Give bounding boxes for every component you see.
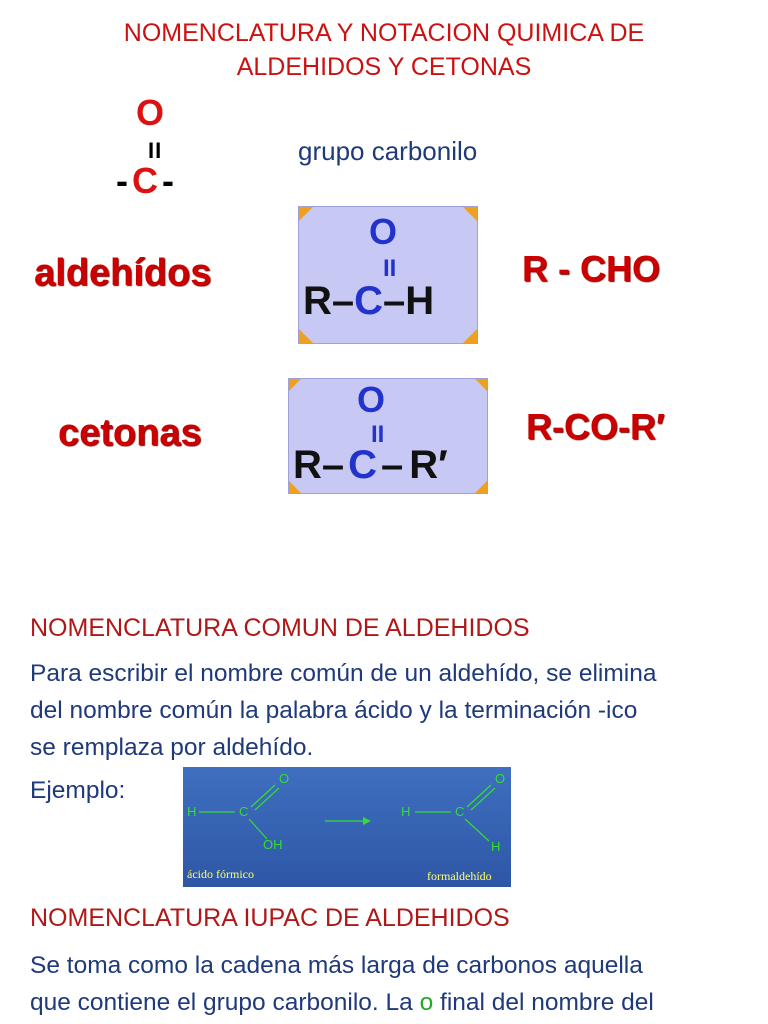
ketone-bond-2: –: [381, 443, 404, 487]
example-right-oxygen: O: [495, 771, 506, 786]
example-left-hydrogen: H: [187, 804, 197, 819]
example-label: Ejemplo:: [30, 777, 126, 804]
aldehyde-label: aldehídos: [34, 252, 212, 294]
example-reaction-diagram: [199, 784, 496, 842]
example-right-carbon: C: [455, 804, 465, 819]
iupac-nomenclature-heading: NOMENCLATURA IUPAC DE ALDEHIDOS: [30, 904, 510, 932]
ketone-label: cetonas: [58, 412, 202, 454]
page-title: NOMENCLATURA Y NOTACION QUIMICA DE ALDEH…: [0, 16, 768, 84]
example-right-hydrogen-2: H: [491, 839, 501, 854]
ketone-r-prime-group: R′: [409, 443, 448, 487]
page-title-line-1: NOMENCLATURA Y NOTACION QUIMICA DE: [123, 19, 645, 47]
iupac-paragraph-line-1: Se toma como la cadena más larga de carb…: [30, 952, 643, 979]
ketone-box-corner-decoration: [289, 379, 487, 493]
ketone-carbon: C: [348, 443, 378, 487]
page-title-line-2: ALDEHIDOS Y CETONAS: [236, 53, 532, 81]
ketone-structure-box: O II R–C–R′: [288, 378, 488, 494]
common-nomenclature-paragraph: Para escribir el nombre común de un alde…: [30, 655, 750, 766]
ketone-r-group: R: [293, 443, 322, 487]
iupac-nomenclature-paragraph: Se toma como la cadena más larga de carb…: [30, 947, 760, 1021]
common-paragraph-line-1: Para escribir el nombre común de un alde…: [30, 660, 657, 687]
ketone-formula: R-CO-R′: [526, 406, 665, 447]
aldehyde-chain-row: R–C–H: [303, 279, 434, 324]
aldehyde-carbon: C: [354, 279, 384, 323]
example-left-carbon: C: [239, 804, 249, 819]
aldehyde-bond-1: –: [331, 279, 355, 323]
carbonyl-right-dash: -: [162, 160, 174, 201]
ketone-oxygen: O: [357, 379, 386, 420]
iupac-final-o-highlight: o: [419, 989, 434, 1016]
example-left-caption: ácido fórmico: [187, 867, 254, 881]
example-left-oxygen: O: [279, 771, 290, 786]
aldehyde-structure-box: O II R–C–H: [298, 206, 478, 344]
carbonyl-left-dash: -: [116, 160, 128, 201]
iupac-line-2-part-b: final del nombre del: [433, 989, 654, 1016]
example-right-hydrogen: H: [401, 804, 411, 819]
carbonyl-carbon: C: [132, 160, 158, 201]
example-right-caption: formaldehído: [427, 869, 492, 883]
ketone-bond-1: –: [321, 443, 345, 487]
common-paragraph-line-3: se remplaza por aldehído.: [30, 734, 314, 761]
ketone-double-bond: II: [371, 421, 385, 448]
carbonyl-oxygen: O: [136, 92, 165, 133]
iupac-line-2-part-a: que contiene el grupo carbonilo. La: [30, 989, 420, 1016]
aldehyde-formula: R - CHO: [522, 248, 660, 289]
aldehyde-oxygen: O: [369, 211, 398, 252]
carbonyl-carbon-row: -C-: [116, 160, 174, 202]
example-reaction-image: H C O OH H C O H ácido fórmico formaldeh…: [183, 767, 511, 887]
carbonyl-group-label: grupo carbonilo: [298, 136, 478, 166]
aldehyde-bond-2: –: [383, 279, 406, 323]
aldehyde-hydrogen: H: [405, 279, 435, 323]
iupac-paragraph-line-2: que contiene el grupo carbonilo. La o fi…: [30, 984, 760, 1021]
ketone-chain-row: R–C–R′: [293, 443, 448, 488]
common-nomenclature-heading: NOMENCLATURA COMUN DE ALDEHIDOS: [30, 614, 530, 642]
common-paragraph-line-2: del nombre común la palabra ácido y la t…: [30, 697, 638, 724]
aldehyde-double-bond: II: [383, 255, 397, 282]
aldehyde-box-corner-decoration: [299, 207, 477, 343]
carbonyl-group-structure: O II -C-: [112, 92, 212, 202]
example-left-hydroxyl: OH: [263, 837, 283, 852]
carbonyl-double-bond: II: [148, 138, 163, 163]
aldehyde-r-group: R: [303, 279, 332, 323]
